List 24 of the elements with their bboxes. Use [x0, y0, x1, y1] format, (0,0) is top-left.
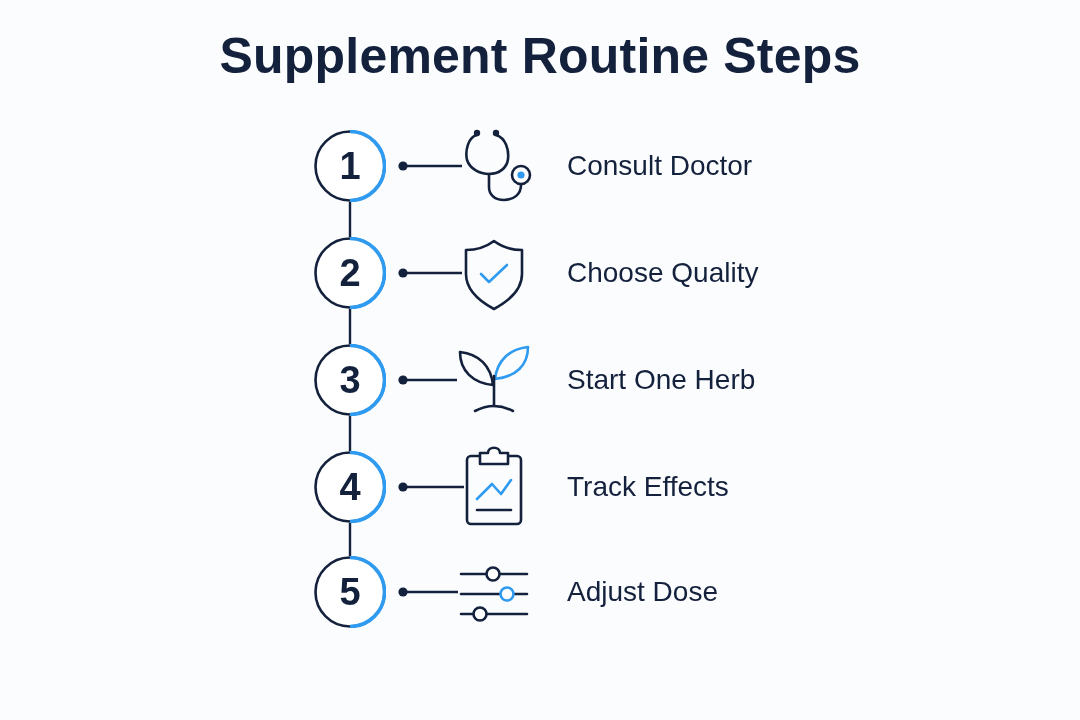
connector-line — [348, 523, 352, 556]
step-circle: 1 — [314, 130, 386, 202]
step-circle: 5 — [314, 556, 386, 628]
step-circle: 2 — [314, 237, 386, 309]
dot-connector-line — [398, 587, 458, 597]
step-circle: 4 — [314, 451, 386, 523]
shield-check-icon — [462, 238, 526, 312]
stethoscope-icon — [462, 129, 534, 204]
sprout-icon — [457, 344, 531, 414]
step-label: Track Effects — [567, 470, 729, 504]
dot-connector-line — [398, 375, 457, 385]
sliders-icon — [458, 564, 530, 624]
step-label: Adjust Dose — [567, 575, 718, 609]
connector-line — [348, 416, 352, 451]
step-label: Consult Doctor — [567, 149, 753, 183]
step-label: Start One Herb — [567, 363, 756, 397]
step-label: Choose Quality — [567, 256, 759, 290]
title: Supplement Routine Steps — [219, 27, 861, 86]
step-circle: 3 — [314, 344, 386, 416]
dot-connector-line — [398, 268, 462, 278]
connector-line — [348, 309, 352, 344]
dot-connector-line — [398, 161, 462, 171]
connector-line — [348, 202, 352, 237]
dot-connector-line — [398, 482, 464, 492]
